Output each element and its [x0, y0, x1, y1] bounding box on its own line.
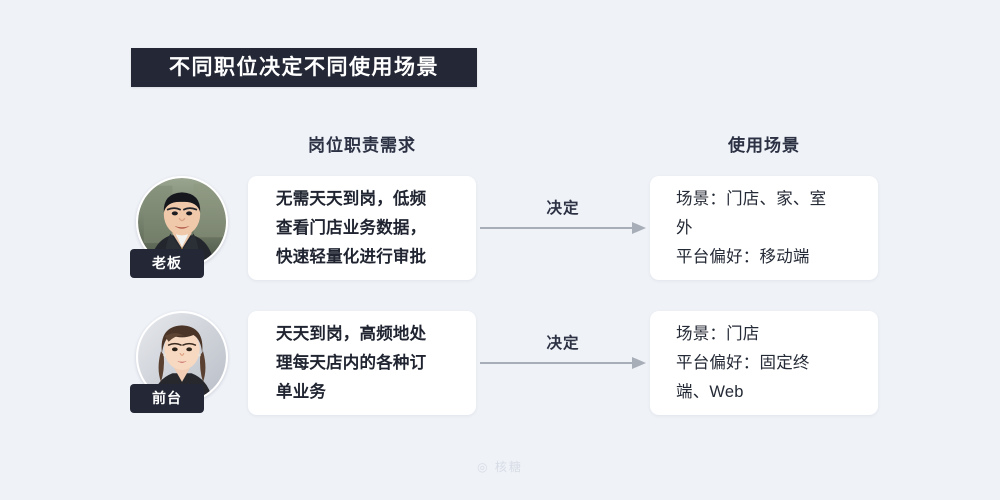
- role-avatar-block: 前台: [130, 311, 234, 415]
- role-avatar-block: 老板: [130, 176, 234, 280]
- requirement-line: 快速轻量化进行审批: [276, 247, 427, 266]
- scenario-card: 场景：门店 平台偏好：固定终 端、Web: [650, 311, 878, 415]
- decides-arrow-connector: 决定: [480, 331, 646, 395]
- scenario-line: 平台偏好：移动端: [676, 247, 810, 266]
- connector-label: 决定: [546, 335, 580, 352]
- scenario-card: 场景：门店、家、室 外 平台偏好：移动端: [650, 176, 878, 280]
- diagram-row: 前台 天天到岗，高频地处 理每天店内的各种订 单业务 决定 场景：门店 平台偏好…: [0, 311, 1000, 447]
- arrow-right-icon: [480, 222, 646, 234]
- watermark: ◎ 核糖: [477, 460, 523, 474]
- requirement-card: 无需天天到岗，低频 查看门店业务数据， 快速轻量化进行审批: [248, 176, 476, 280]
- scenario-line: 外: [676, 218, 693, 237]
- page-title: 不同职位决定不同使用场景: [169, 56, 439, 79]
- scenario-line: 端、Web: [676, 382, 744, 401]
- requirement-line: 天天到岗，高频地处: [276, 324, 427, 343]
- role-label: 老板: [130, 249, 204, 278]
- column-header-requirements: 岗位职责需求: [308, 136, 416, 155]
- requirement-card: 天天到岗，高频地处 理每天店内的各种订 单业务: [248, 311, 476, 415]
- connector-label: 决定: [546, 200, 580, 217]
- requirement-line: 查看门店业务数据，: [276, 218, 427, 237]
- decides-arrow-connector: 决定: [480, 196, 646, 260]
- arrow-right-icon: [480, 357, 646, 369]
- role-label: 前台: [130, 384, 204, 413]
- requirement-line: 理每天店内的各种订: [276, 353, 427, 372]
- scenario-line: 场景：门店: [676, 324, 760, 343]
- requirement-line: 无需天天到岗，低频: [276, 189, 427, 208]
- scenario-line: 平台偏好：固定终: [676, 353, 810, 372]
- diagram-row: 老板 无需天天到岗，低频 查看门店业务数据， 快速轻量化进行审批 决定 场景：门…: [0, 176, 1000, 312]
- title-banner: 不同职位决定不同使用场景: [131, 48, 477, 87]
- requirement-line: 单业务: [276, 382, 327, 401]
- scenario-line: 场景：门店、家、室: [676, 189, 827, 208]
- column-header-scenarios: 使用场景: [728, 136, 800, 155]
